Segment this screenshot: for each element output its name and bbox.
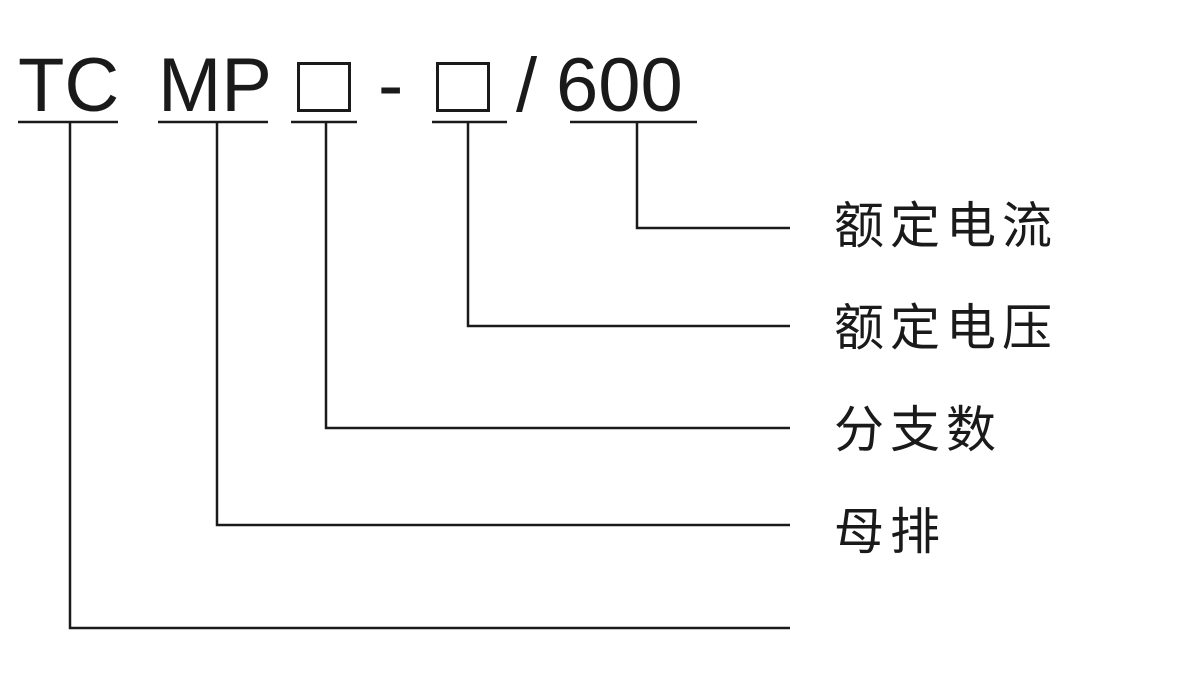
code-busbar: MP bbox=[158, 43, 272, 128]
code-separator: - bbox=[378, 43, 404, 128]
label-busbar: 母排 bbox=[834, 504, 946, 560]
label-rated-current: 额定电流 bbox=[834, 198, 1058, 254]
connector-prefix bbox=[68, 122, 790, 630]
connector-branch bbox=[324, 122, 790, 430]
code-prefix: TC bbox=[18, 43, 120, 128]
connector-voltage bbox=[466, 122, 790, 328]
label-rated-voltage: 额定电压 bbox=[834, 300, 1058, 356]
code-slash: / bbox=[516, 43, 538, 128]
connector-current bbox=[635, 122, 790, 230]
code-current: 600 bbox=[556, 43, 683, 128]
branch-count-placeholder-box bbox=[297, 62, 351, 112]
voltage-placeholder-box bbox=[436, 62, 490, 112]
label-branch-count: 分支数 bbox=[834, 402, 1002, 458]
connector-busbar bbox=[215, 122, 790, 527]
